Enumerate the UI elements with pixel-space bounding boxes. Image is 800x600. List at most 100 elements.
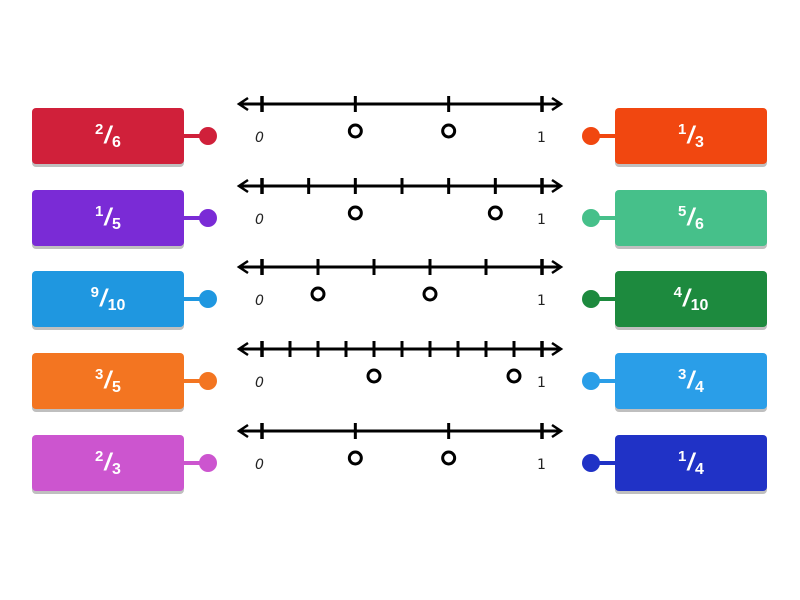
left-arrow-head	[236, 423, 249, 439]
fraction-numerator: 1	[678, 448, 687, 465]
fraction-numerator: 9	[90, 284, 99, 301]
right-arrow-head	[551, 341, 564, 357]
fraction-denominator: 3	[112, 461, 121, 478]
card-connector-line	[592, 216, 616, 220]
right-arrow-head	[551, 96, 564, 112]
match-connector-dot[interactable]	[582, 454, 600, 472]
fraction-slash: /	[687, 367, 695, 394]
left-arrow-head	[236, 178, 249, 194]
fraction-marker-circle	[441, 123, 457, 139]
fraction-marker-circle	[310, 286, 326, 302]
fraction-numerator: 5	[678, 203, 687, 220]
fraction-label: 2/6	[95, 121, 121, 151]
fraction-label: 1/3	[678, 121, 704, 151]
fraction-label: 2/3	[95, 448, 121, 478]
fraction-slash: /	[104, 122, 112, 149]
start-label-zero: 0	[255, 130, 264, 146]
card-connector-line	[184, 379, 206, 383]
match-connector-dot[interactable]	[199, 127, 217, 145]
match-connector-dot[interactable]	[582, 290, 600, 308]
start-label-zero: 0	[255, 293, 264, 309]
fraction-numerator: 1	[678, 121, 687, 138]
card-connector-line	[592, 461, 616, 465]
fraction-slash: /	[687, 122, 695, 149]
right-fraction-card[interactable]: 5/6	[615, 190, 767, 246]
fraction-label: 1/4	[678, 448, 704, 478]
left-arrow-head	[236, 341, 249, 357]
end-label-one: 1	[537, 293, 546, 309]
card-connector-line	[592, 379, 616, 383]
fraction-slash: /	[687, 449, 695, 476]
fraction-denominator: 4	[695, 461, 704, 478]
match-connector-dot[interactable]	[582, 127, 600, 145]
match-connector-dot[interactable]	[199, 209, 217, 227]
fraction-marker-circle	[366, 368, 382, 384]
fraction-slash: /	[104, 367, 112, 394]
end-label-one: 1	[537, 457, 546, 473]
end-label-one: 1	[537, 212, 546, 228]
fraction-label: 4/10	[673, 284, 709, 314]
right-arrow-head	[551, 259, 564, 275]
fraction-marker-circle	[422, 286, 438, 302]
fraction-numerator: 3	[95, 366, 104, 383]
fraction-marker-circle	[347, 450, 363, 466]
fraction-slash: /	[682, 285, 690, 312]
card-connector-line	[592, 297, 616, 301]
card-connector-line	[184, 297, 206, 301]
card-connector-line	[184, 216, 206, 220]
fraction-marker-circle	[347, 123, 363, 139]
start-label-zero: 0	[255, 212, 264, 228]
fraction-slash: /	[104, 449, 112, 476]
right-fraction-card[interactable]: 4/10	[615, 271, 767, 327]
fraction-numerator: 2	[95, 121, 104, 138]
match-connector-dot[interactable]	[199, 290, 217, 308]
fraction-label: 5/6	[678, 203, 704, 233]
fraction-slash: /	[687, 204, 695, 231]
fraction-marker-circle	[347, 205, 363, 221]
card-connector-line	[184, 134, 206, 138]
fraction-denominator: 10	[107, 297, 126, 314]
fraction-label: 9/10	[90, 284, 126, 314]
left-fraction-card[interactable]: 2/3	[32, 435, 184, 491]
end-label-one: 1	[537, 130, 546, 146]
end-label-one: 1	[537, 375, 546, 391]
right-fraction-card[interactable]: 3/4	[615, 353, 767, 409]
fraction-numerator: 3	[678, 366, 687, 383]
fraction-numerator: 4	[673, 284, 682, 301]
match-connector-dot[interactable]	[199, 454, 217, 472]
fraction-numerator: 2	[95, 448, 104, 465]
fraction-numerator: 1	[95, 203, 104, 220]
right-arrow-head	[551, 423, 564, 439]
fraction-denominator: 10	[690, 297, 709, 314]
left-arrow-head	[236, 259, 249, 275]
fraction-denominator: 6	[112, 134, 121, 151]
fraction-denominator: 3	[695, 134, 704, 151]
start-label-zero: 0	[255, 457, 264, 473]
right-arrow-head	[551, 178, 564, 194]
fraction-denominator: 5	[112, 379, 121, 396]
fraction-label: 1/5	[95, 203, 121, 233]
card-connector-line	[184, 461, 206, 465]
fraction-denominator: 6	[695, 216, 704, 233]
match-connector-dot[interactable]	[582, 209, 600, 227]
left-arrow-head	[236, 96, 249, 112]
fraction-slash: /	[99, 285, 107, 312]
fraction-marker-circle	[487, 205, 503, 221]
right-fraction-card[interactable]: 1/4	[615, 435, 767, 491]
fraction-label: 3/5	[95, 366, 121, 396]
fraction-marker-circle	[506, 368, 522, 384]
match-connector-dot[interactable]	[582, 372, 600, 390]
right-fraction-card[interactable]: 1/3	[615, 108, 767, 164]
fraction-denominator: 5	[112, 216, 121, 233]
start-label-zero: 0	[255, 375, 264, 391]
left-fraction-card[interactable]: 2/6	[32, 108, 184, 164]
left-fraction-card[interactable]: 9/10	[32, 271, 184, 327]
card-connector-line	[592, 134, 616, 138]
left-fraction-card[interactable]: 3/5	[32, 353, 184, 409]
fraction-slash: /	[104, 204, 112, 231]
fraction-label: 3/4	[678, 366, 704, 396]
left-fraction-card[interactable]: 1/5	[32, 190, 184, 246]
fraction-denominator: 4	[695, 379, 704, 396]
match-connector-dot[interactable]	[199, 372, 217, 390]
